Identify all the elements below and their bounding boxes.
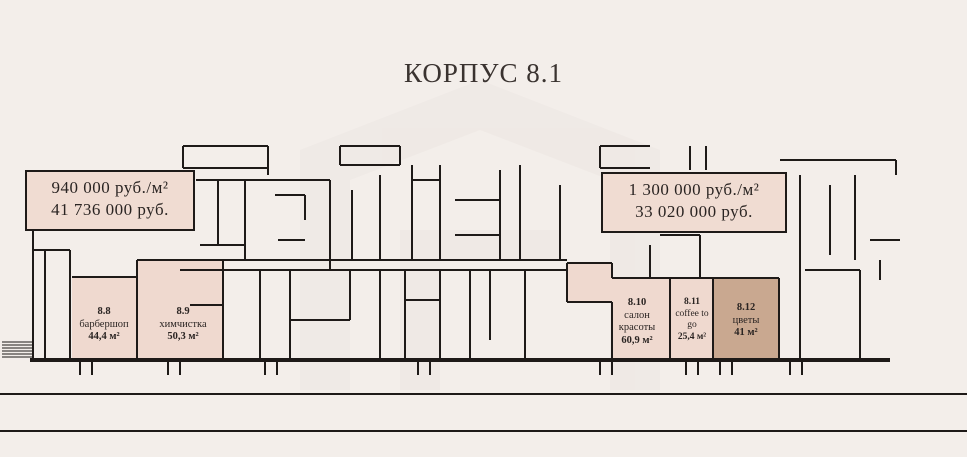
unit-8-11[interactable]: 8.11 coffee to go 25,4 м² bbox=[670, 297, 714, 343]
unit-8-8[interactable]: 8.8 барбершоп 44,4 м² bbox=[68, 306, 140, 344]
price-per-m2: 940 000 руб./м² bbox=[51, 178, 169, 197]
unit-number: 8.12 bbox=[736, 302, 756, 313]
unit-name: барбершоп bbox=[79, 318, 129, 330]
page-title: КОРПУС 8.1 bbox=[404, 58, 563, 88]
price-box-left: 940 000 руб./м² 41 736 000 руб. bbox=[25, 170, 195, 231]
unit-name: химчистка bbox=[159, 318, 207, 330]
unit-name: цветы bbox=[732, 314, 760, 326]
unit-8-10[interactable]: 8.10 салон красоты 60,9 м² bbox=[608, 297, 666, 347]
unit-area: 41 м² bbox=[734, 327, 758, 338]
unit-8-9[interactable]: 8.9 химчистка 50,3 м² bbox=[142, 306, 224, 344]
unit-name: салон красоты bbox=[618, 309, 656, 334]
price-total: 33 020 000 руб. bbox=[635, 202, 753, 221]
price-box-right: 1 300 000 руб./м² 33 020 000 руб. bbox=[601, 172, 787, 233]
unit-8-10-fill bbox=[567, 263, 670, 359]
unit-number: 8.10 bbox=[627, 297, 647, 308]
unit-area: 44,4 м² bbox=[88, 331, 120, 342]
unit-8-8-fill bbox=[72, 277, 137, 359]
unit-area: 60,9 м² bbox=[621, 334, 653, 346]
unit-area: 50,3 м² bbox=[167, 331, 199, 342]
price-per-m2: 1 300 000 руб./м² bbox=[628, 180, 760, 199]
staircase bbox=[2, 341, 33, 358]
unit-8-11-fill bbox=[670, 278, 713, 359]
unit-8-12[interactable]: 8.12 цветы 41 м² bbox=[713, 302, 779, 340]
unit-8-12-fill bbox=[713, 278, 779, 359]
unit-8-9-fill bbox=[137, 260, 223, 359]
unit-area: 25,4 м² bbox=[677, 331, 707, 342]
unit-number: 8.9 bbox=[176, 306, 190, 317]
unit-number: 8.11 bbox=[683, 297, 701, 307]
unit-number: 8.8 bbox=[97, 306, 111, 317]
unit-name: coffee to go bbox=[675, 308, 709, 331]
price-total: 41 736 000 руб. bbox=[51, 200, 169, 219]
entrance-markers bbox=[79, 361, 803, 375]
walls bbox=[30, 145, 900, 362]
